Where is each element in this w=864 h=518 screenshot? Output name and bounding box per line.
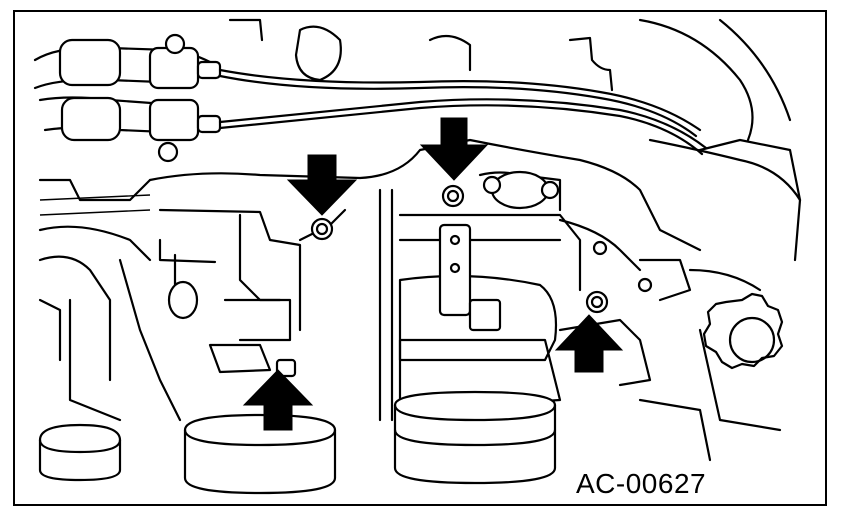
figure-code: AC-00627 xyxy=(572,470,711,498)
arrow-down-1 xyxy=(286,154,358,216)
right-side-details xyxy=(638,138,802,462)
left-side-details xyxy=(38,178,182,422)
arrow-up-3 xyxy=(242,369,314,431)
upper-hoses xyxy=(33,33,708,163)
manifold-body xyxy=(148,138,702,422)
callout-arrows xyxy=(242,117,624,431)
arrow-up-4 xyxy=(554,314,624,373)
compressor-assembly xyxy=(158,223,652,412)
bolts xyxy=(275,184,609,378)
upper-right-components xyxy=(228,18,802,202)
intake-ports xyxy=(38,390,557,495)
arrow-down-2 xyxy=(419,117,489,181)
